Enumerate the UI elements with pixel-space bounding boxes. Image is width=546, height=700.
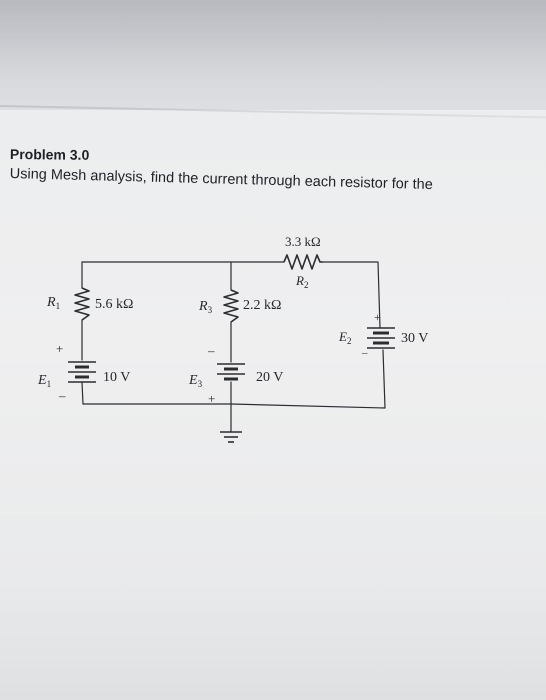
battery-e2-symbol — [367, 327, 395, 349]
r2-value: 3.3 kΩ — [285, 234, 321, 249]
e3-minus: – — [207, 343, 215, 358]
e2-plus: + — [374, 310, 381, 324]
wire-bottom-right — [230, 349, 386, 409]
r3-value: 2.2 kΩ — [243, 298, 281, 313]
wire-left-lower — [81, 381, 84, 405]
r1-label: R1 — [46, 295, 60, 311]
e1-minus: – — [58, 388, 66, 403]
ground-symbol — [220, 431, 242, 443]
battery-e1-symbol — [68, 361, 96, 383]
resistor-r1-symbol — [74, 287, 90, 321]
e2-label: E2 — [338, 329, 351, 346]
resistor-r3-symbol — [223, 289, 239, 323]
resistor-r2-symbol — [283, 254, 323, 270]
e1-value: 10 V — [103, 370, 130, 385]
r3-label: R3 — [198, 299, 213, 315]
e3-label: E3 — [188, 373, 203, 389]
wire-top-right — [322, 261, 381, 329]
e2-minus: – — [361, 347, 368, 359]
e1-label: E1 — [37, 373, 51, 389]
e3-plus: + — [208, 391, 215, 406]
e1-plus: + — [56, 341, 63, 356]
battery-e3-symbol — [217, 363, 245, 381]
r1-value: 5.6 kΩ — [95, 297, 133, 312]
e3-value: 20 V — [256, 370, 283, 385]
r2-label: R2 — [295, 273, 308, 290]
e2-value: 30 V — [401, 331, 428, 346]
